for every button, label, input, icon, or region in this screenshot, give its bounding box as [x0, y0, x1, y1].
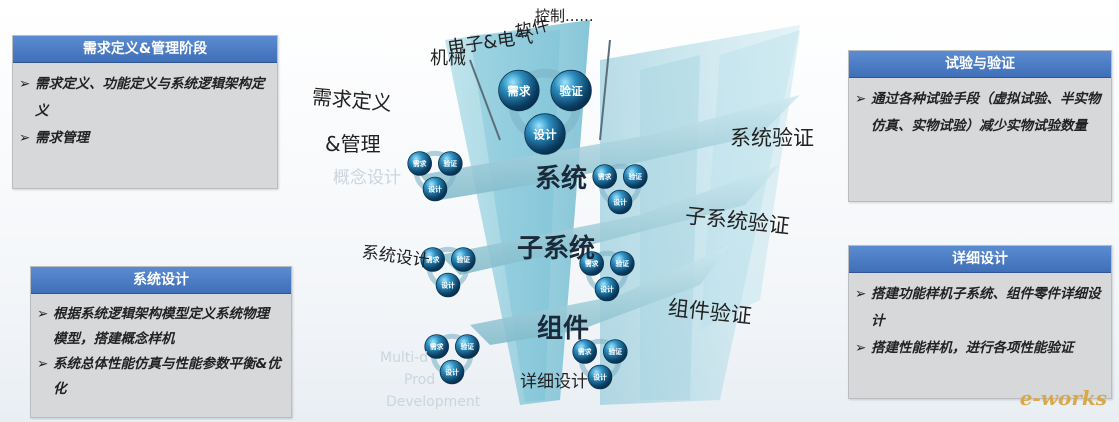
bullet-arrow-icon: ➢ [37, 306, 49, 322]
sphere-label-verify: 验证 [444, 159, 458, 168]
sphere-verify [622, 164, 648, 189]
list-item: ➢搭建功能样机子系统、组件零件详细设计 [855, 281, 1101, 335]
panel-system-design: 系统设计 ➢根据系统逻辑架构模型定义系统物理模型，搭建概念样机 ➢系统总体性能仿… [30, 266, 292, 418]
label-center-subsystem: 子系统 [517, 234, 596, 264]
list-item: ➢系统总体性能仿真与性能参数平衡&优化 [37, 352, 281, 402]
sphere-label-verify: 验证 [609, 347, 623, 356]
bullet-arrow-icon: ➢ [37, 356, 49, 372]
list-item: ➢需求管理 [19, 125, 267, 152]
label-req-mgmt: &管理 [325, 132, 381, 156]
sphere-design [524, 113, 566, 155]
sphere-design [439, 359, 465, 385]
sphere-label-design: 设计 [445, 368, 459, 377]
panel-detailed-design: 详细设计 ➢搭建功能样机子系统、组件零件详细设计 ➢搭建性能样机，进行各项性能验… [848, 245, 1112, 399]
sphere-verify [437, 151, 463, 176]
slab-component [470, 245, 730, 345]
label-mechanical: 机械 [430, 48, 466, 69]
e-works-logo: e-works [1019, 386, 1107, 410]
label-control: 控制...... [535, 7, 594, 25]
label-detailed-design: 详细设计 [520, 372, 588, 392]
label-center-system: 系统 [535, 164, 588, 194]
label-system-verify: 系统验证 [730, 126, 814, 150]
sphere-label-design: 设计 [600, 285, 614, 294]
bullet-arrow-icon: ➢ [855, 286, 867, 302]
sphere-req [407, 151, 433, 176]
sphere-design [594, 276, 620, 302]
label-multi-1: Multi-d [380, 350, 429, 366]
sphere-verify [454, 334, 480, 359]
panel-test-validation-title: 试验与验证 [849, 51, 1111, 78]
sphere-design [422, 176, 448, 202]
sphere-label-design: 设计 [533, 127, 557, 141]
panel-test-validation: 试验与验证 ➢通过各种试验手段（虚拟试验、半实物仿真、实物试验）减少实物试验数量 [848, 50, 1112, 202]
sphere-label-verify: 验证 [461, 342, 475, 351]
sphere-label-design: 设计 [441, 281, 455, 290]
sphere-req [592, 164, 617, 189]
sphere-label-design: 设计 [613, 198, 627, 207]
sphere-label-req: 需求 [578, 347, 592, 356]
bullet-arrow-icon: ➢ [855, 340, 867, 356]
sphere-design [607, 189, 633, 215]
list-item: ➢通过各种试验手段（虚拟试验、半实物仿真、实物试验）减少实物试验数量 [855, 86, 1101, 140]
label-multi-2: Prod [404, 372, 436, 388]
arrow-left [469, 59, 501, 141]
sphere-label-req: 需求 [585, 259, 599, 268]
sphere-verify [609, 251, 635, 276]
sphere-label-req: 需求 [426, 255, 440, 264]
panel-requirements-title: 需求定义&管理阶段 [13, 36, 277, 63]
sphere-label-req: 需求 [413, 159, 427, 168]
sphere-label-req: 需求 [430, 342, 444, 351]
bullet-arrow-icon: ➢ [19, 130, 31, 146]
sphere-req [420, 247, 446, 272]
sphere-req [424, 334, 450, 359]
sphere-label-verify: 验证 [559, 84, 583, 98]
sphere-verify [602, 339, 628, 364]
list-item: ➢需求定义、功能定义与系统逻辑架构定义 [19, 71, 267, 125]
sphere-label-design: 设计 [428, 185, 442, 194]
sphere-design [587, 364, 613, 390]
sphere-label-verify: 验证 [457, 255, 471, 264]
bullet-arrow-icon: ➢ [19, 76, 31, 92]
label-multi-3: Development [386, 394, 481, 410]
sphere-label-design: 设计 [593, 373, 607, 382]
slab-subsystem [440, 165, 780, 275]
sphere-label-verify: 验证 [616, 259, 630, 268]
sphere-verify [450, 247, 476, 272]
label-concept-design: 概念设计 [333, 168, 401, 188]
panel-system-design-title: 系统设计 [31, 267, 291, 294]
sphere-req [498, 69, 540, 112]
sphere-req [572, 339, 597, 364]
sphere-req [579, 251, 604, 276]
sphere-design [435, 272, 461, 298]
panel-requirements: 需求定义&管理阶段 ➢需求定义、功能定义与系统逻辑架构定义 ➢需求管理 [12, 35, 278, 189]
label-center-component: 组件 [537, 314, 590, 344]
panel-detailed-design-title: 详细设计 [849, 246, 1111, 273]
slab-system [420, 95, 800, 200]
list-item: ➢搭建性能样机，进行各项性能验证 [855, 335, 1101, 362]
arrow-right [599, 39, 611, 141]
sphere-label-req: 需求 [507, 84, 531, 98]
sphere-verify [550, 69, 592, 112]
list-item: ➢根据系统逻辑架构模型定义系统物理模型，搭建概念样机 [37, 302, 281, 352]
sphere-label-verify: 验证 [629, 172, 643, 181]
bullet-arrow-icon: ➢ [855, 91, 867, 107]
sphere-label-req: 需求 [598, 172, 612, 181]
